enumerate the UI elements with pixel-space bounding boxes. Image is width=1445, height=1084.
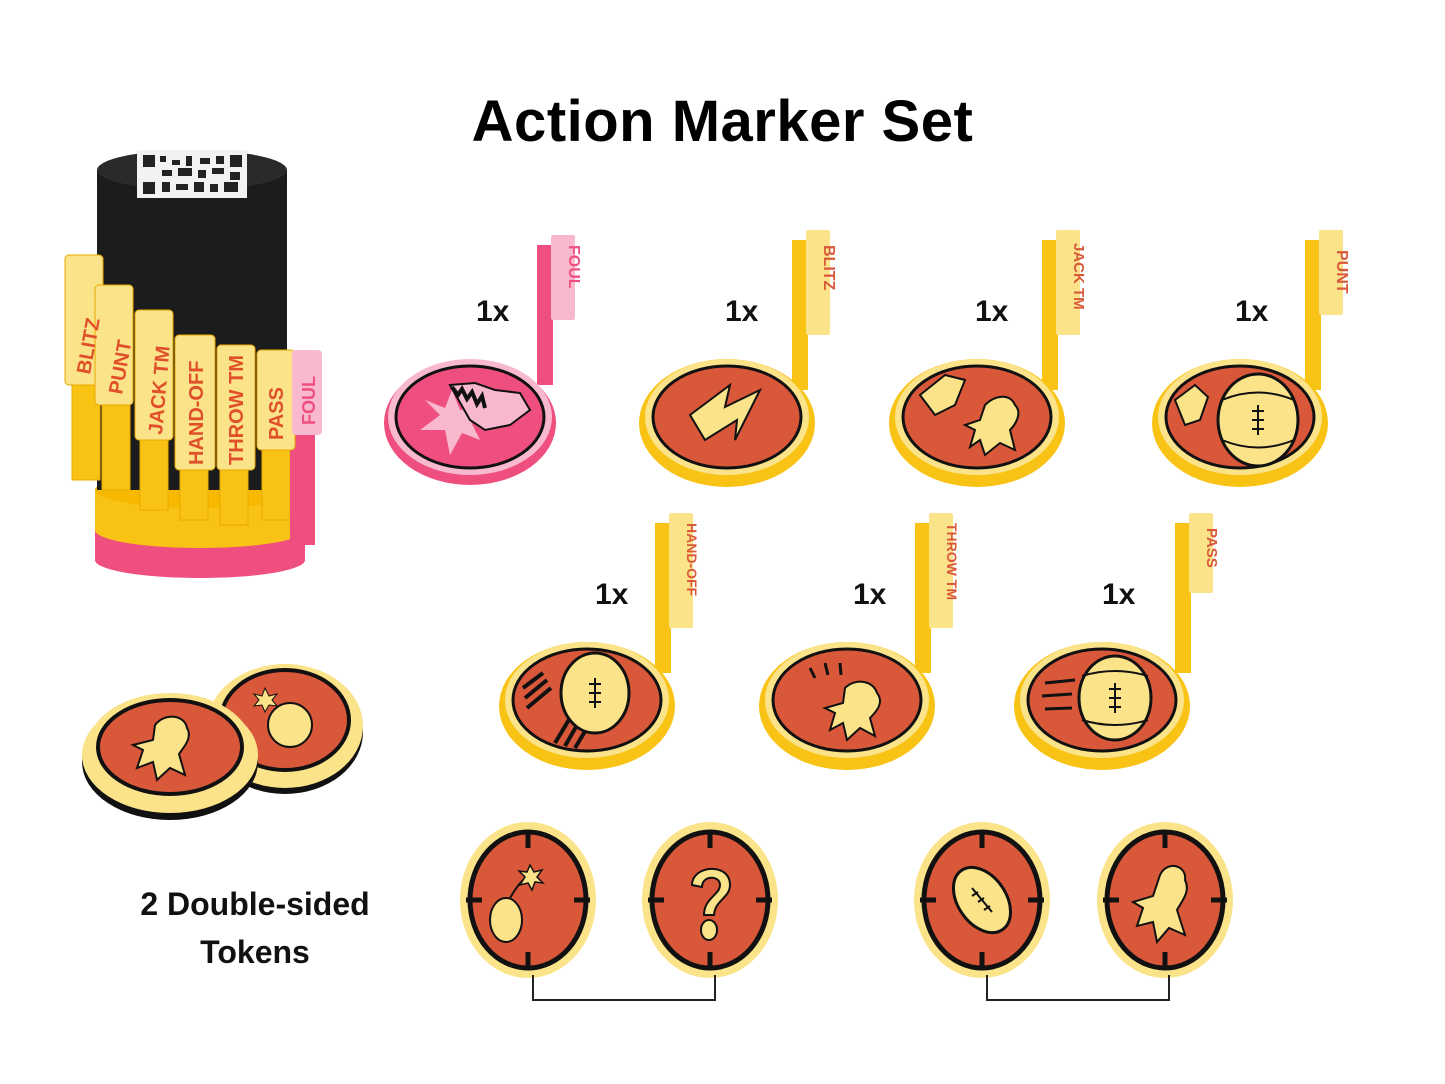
svg-text:BLITZ: BLITZ [820,245,837,291]
marker-blitz: 1x BLITZ [635,225,865,495]
svg-text:JACK TM: JACK TM [1070,243,1087,310]
moving-football-icon: PASS [1014,513,1220,770]
svg-text:PASS: PASS [266,387,288,440]
bomb-icon [460,822,596,978]
marker-pass: 1x PASS [1010,508,1240,778]
qr-code-icon [137,150,247,198]
quantity-label: 1x [595,578,629,611]
stacked-tokens [75,650,375,820]
quantity-label: 1x [975,295,1009,328]
quantity-label: 1x [476,295,510,328]
tokens-caption: 2 Double-sided Tokens [100,880,410,976]
boot-kicking-football-icon: PUNT [1152,230,1350,487]
tokens-caption-line2: Tokens [200,934,310,970]
marker-punt: 1x PUNT [1140,225,1370,495]
marker-hand-off: 1x HAND-OFF [495,508,725,778]
foot-kick-star-icon: FOUL [384,235,582,485]
token-pair-bracket-2 [986,975,1170,1001]
svg-text:THROW TM: THROW TM [944,523,960,600]
marker-foul: 1x FOUL [380,225,610,495]
boot-kicking-player-icon: JACK TM [889,230,1087,487]
token-face-question [640,820,780,980]
question-mark-icon [642,822,778,978]
svg-text:HAND-OFF: HAND-OFF [186,361,208,465]
token-face-player [1095,820,1235,980]
quantity-label: 1x [1102,578,1136,611]
svg-text:THROW TM: THROW TM [226,355,248,465]
tokens-caption-line1: 2 Double-sided [140,886,370,922]
quantity-label: 1x [853,578,887,611]
lightning-bolt-icon: BLITZ [639,230,837,487]
svg-text:FOUL: FOUL [565,245,582,289]
spinning-football-icon [914,822,1050,978]
marker-jack-tm: 1x JACK TM [885,225,1115,495]
thrown-player-icon: THROW TM [759,513,960,770]
hands-football-icon: HAND-OFF [499,513,700,770]
svg-text:PUNT: PUNT [1333,250,1350,294]
token-pair-bracket-1 [532,975,716,1001]
token-face-spinning-football [912,820,1052,980]
page-title: Action Marker Set [471,89,974,154]
quantity-label: 1x [725,295,759,328]
player-icon [1097,822,1233,978]
marker-throw-tm: 1x THROW TM [755,508,985,778]
quantity-label: 1x [1235,295,1269,328]
svg-text:PASS: PASS [1203,528,1220,568]
marker-holder: BLITZ PUNT JACK TM HAND-OFF THROW TM PAS… [40,150,360,590]
token-face-bomb [458,820,598,980]
svg-text:HAND-OFF: HAND-OFF [684,523,700,597]
svg-text:FOUL: FOUL [299,376,319,425]
